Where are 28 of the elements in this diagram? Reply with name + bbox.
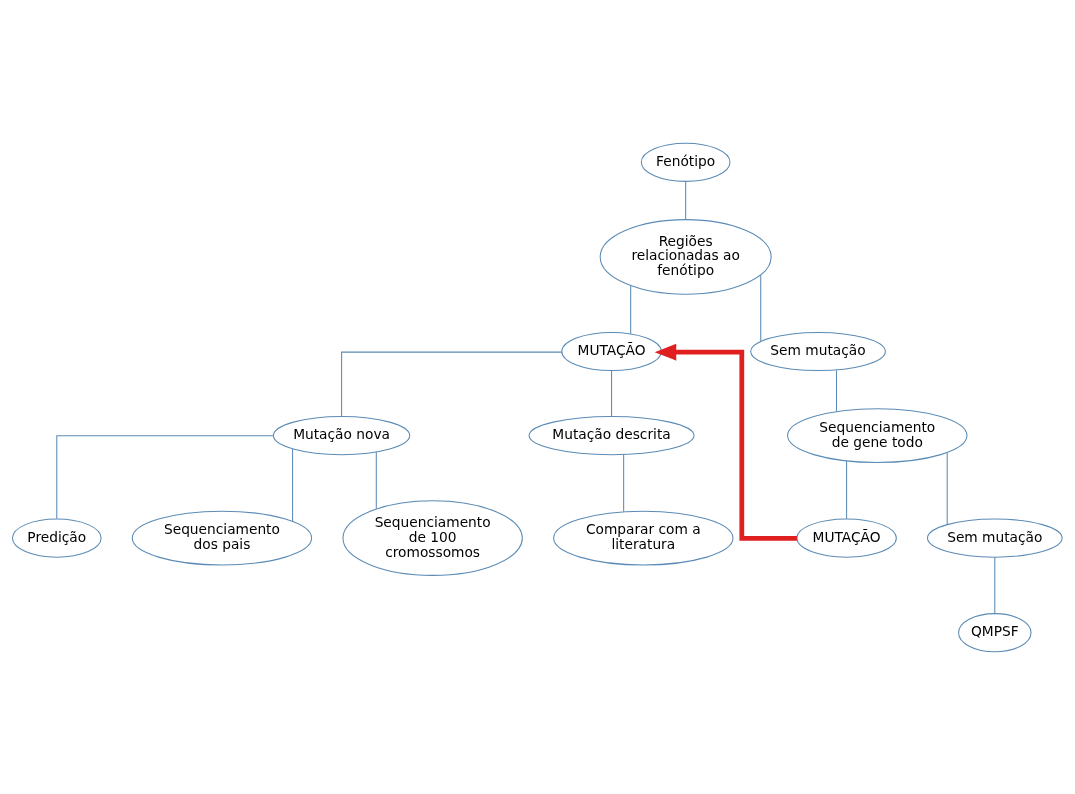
connector: [946, 451, 948, 525]
connector: [685, 180, 687, 220]
node-ellipse: QMPSF: [958, 612, 1032, 652]
node-ellipse: Mutação descrita: [528, 415, 695, 455]
node-ellipse: Mutação nova: [272, 415, 411, 455]
node-ellipse: Sequenciamento dos pais: [131, 510, 313, 566]
node-ellipse: MUTAÇÃO: [796, 518, 897, 558]
connector: [375, 451, 377, 509]
connector: [341, 351, 563, 417]
connector: [760, 274, 762, 342]
node-ellipse: Predição: [11, 518, 102, 558]
connector: [623, 453, 625, 512]
node-ellipse: MUTAÇÃO: [561, 331, 662, 371]
node-ellipse: Sequenciamento de 100 cromossomos: [342, 499, 523, 576]
arrow: [654, 343, 797, 541]
connector: [630, 284, 632, 334]
connector: [56, 434, 274, 519]
connector: [835, 369, 838, 412]
connector: [611, 369, 613, 417]
connector: [994, 556, 996, 614]
node-ellipse: Sem mutação: [926, 518, 1063, 558]
node-ellipse: Comparar com a literatura: [553, 510, 734, 566]
node-ellipse: Fenótipo: [640, 142, 731, 182]
node-ellipse: Sequenciamento de gene todo: [787, 407, 968, 463]
connector: [846, 459, 848, 519]
node-ellipse: Sem mutação: [750, 331, 886, 371]
connector: [292, 448, 294, 522]
node-ellipse: Regiões relacionadas ao fenótipo: [599, 218, 772, 295]
